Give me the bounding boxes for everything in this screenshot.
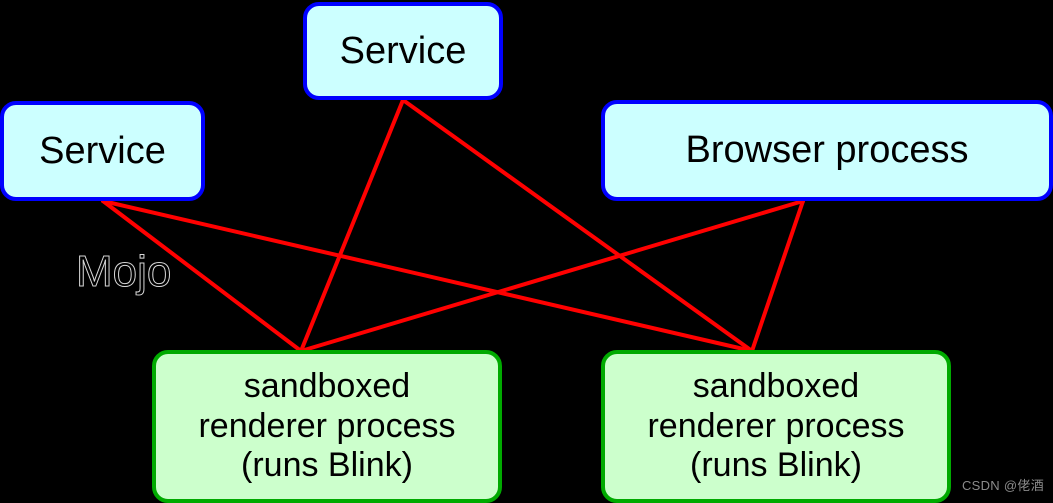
node-service-top[interactable]: Service bbox=[303, 2, 503, 100]
edge-browser-to-renderer-right bbox=[750, 199, 805, 353]
node-sandboxed-renderer-left[interactable]: sandboxed renderer process (runs Blink) bbox=[152, 350, 502, 503]
mojo-annotation-label: Mojo bbox=[75, 247, 172, 296]
node-browser-process[interactable]: Browser process bbox=[601, 100, 1053, 201]
watermark: CSDN @佬酒 bbox=[961, 478, 1044, 493]
edge-service-left-to-renderer-right bbox=[101, 199, 754, 353]
edge-service-top-to-renderer-left bbox=[299, 98, 405, 353]
node-label: Service bbox=[339, 29, 467, 72]
node-service-left[interactable]: Service bbox=[0, 101, 205, 201]
node-label: Browser process bbox=[685, 129, 969, 172]
node-sandboxed-renderer-right[interactable]: sandboxed renderer process (runs Blink) bbox=[601, 350, 951, 503]
edge-browser-to-renderer-left bbox=[299, 199, 805, 353]
node-label: sandboxed renderer process (runs Blink) bbox=[647, 367, 905, 485]
node-label: Service bbox=[39, 129, 166, 172]
node-label: sandboxed renderer process (runs Blink) bbox=[198, 367, 456, 485]
